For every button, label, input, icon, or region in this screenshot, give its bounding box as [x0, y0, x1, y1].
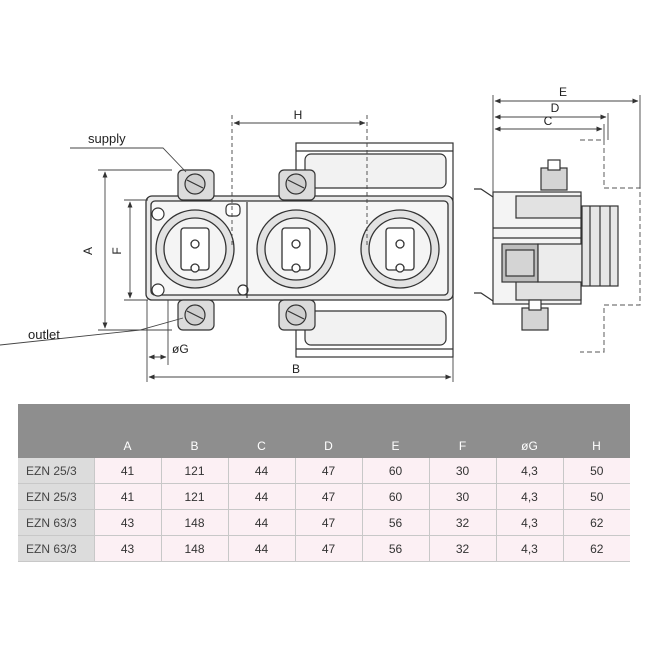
model-cell: EZN 63/3	[18, 509, 94, 536]
table-header-band	[94, 404, 630, 433]
table-row: EZN 25/3 41 121 44 47 60 30 4,3 50	[18, 458, 630, 484]
value-cell: 32	[428, 509, 496, 536]
value-cell: 4,3	[495, 509, 563, 536]
table-row: EZN 63/3 43 148 44 47 56 32 4,3 62	[18, 535, 630, 562]
value-cell: 44	[227, 535, 295, 562]
mounting-holes	[151, 202, 249, 298]
value-cell: 62	[562, 535, 630, 562]
value-cell: 47	[294, 535, 362, 562]
callout-supply: supply	[88, 131, 126, 146]
outlet-terminal-1	[177, 299, 215, 331]
value-cell: 60	[361, 458, 429, 484]
outlet-terminal-2	[278, 299, 316, 331]
dimension-label-e: E	[559, 85, 567, 99]
value-cell: 30	[428, 458, 496, 484]
fuse-holder-2	[256, 209, 336, 289]
model-cell: EZN 63/3	[18, 535, 94, 562]
dimension-label-h: H	[294, 108, 303, 122]
value-cell: 148	[160, 535, 228, 562]
table-header-row: A B C D E F øG H	[18, 433, 630, 458]
table-header-c: C	[228, 433, 295, 458]
value-cell: 30	[428, 483, 496, 510]
dimensions-table: A B C D E F øG H EZN 25/3 41 121 44 47 6…	[18, 404, 630, 562]
table-header-f: F	[429, 433, 496, 458]
table-header-d: D	[295, 433, 362, 458]
value-cell: 47	[294, 483, 362, 510]
fuse-holder-1	[155, 209, 235, 289]
callout-outlet: outlet	[28, 327, 60, 342]
value-cell: 4,3	[495, 458, 563, 484]
model-cell: EZN 25/3	[18, 458, 94, 484]
value-cell: 41	[93, 458, 161, 484]
value-cell: 43	[93, 535, 161, 562]
table-header-b: B	[161, 433, 228, 458]
front-dimension-labels: A F H øG B supply outlet	[28, 108, 302, 376]
side-dimensions	[492, 95, 641, 192]
value-cell: 41	[93, 483, 161, 510]
table-row: EZN 25/3 41 121 44 47 60 30 4,3 50	[18, 483, 630, 510]
value-cell: 60	[361, 483, 429, 510]
value-cell: 56	[361, 509, 429, 536]
table-header-model	[18, 433, 94, 458]
fuse-holder-3	[360, 209, 440, 289]
table-header-top	[18, 404, 630, 433]
model-cell: EZN 25/3	[18, 483, 94, 510]
value-cell: 148	[160, 509, 228, 536]
table-header-h: H	[563, 433, 630, 458]
dimension-label-c: C	[544, 114, 553, 128]
value-cell: 4,3	[495, 535, 563, 562]
side-view	[474, 139, 641, 353]
value-cell: 4,3	[495, 483, 563, 510]
value-cell: 47	[294, 458, 362, 484]
table-header-g: øG	[496, 433, 563, 458]
side-dimension-labels: E D C	[544, 85, 567, 128]
dimension-label-g: øG	[172, 342, 189, 356]
value-cell: 50	[562, 458, 630, 484]
supply-terminal-1	[177, 169, 215, 201]
value-cell: 121	[160, 483, 228, 510]
table-corner	[18, 404, 94, 433]
front-dimensions	[0, 115, 454, 382]
dimension-label-a: A	[81, 247, 95, 255]
technical-drawing: A F H øG B supply outlet	[0, 85, 641, 382]
table-header-a: A	[94, 433, 161, 458]
value-cell: 121	[160, 458, 228, 484]
value-cell: 44	[227, 483, 295, 510]
value-cell: 43	[93, 509, 161, 536]
dimension-label-d: D	[551, 101, 560, 115]
dashed-outline	[580, 139, 641, 353]
front-view	[145, 142, 454, 358]
value-cell: 50	[562, 483, 630, 510]
dimension-label-b: B	[292, 362, 300, 376]
value-cell: 32	[428, 535, 496, 562]
value-cell: 62	[562, 509, 630, 536]
dimension-label-f: F	[110, 247, 124, 254]
table-header-e: E	[362, 433, 429, 458]
value-cell: 44	[227, 458, 295, 484]
table-row: EZN 63/3 43 148 44 47 56 32 4,3 62	[18, 509, 630, 536]
value-cell: 47	[294, 509, 362, 536]
value-cell: 44	[227, 509, 295, 536]
value-cell: 56	[361, 535, 429, 562]
supply-terminal-2	[278, 169, 316, 201]
